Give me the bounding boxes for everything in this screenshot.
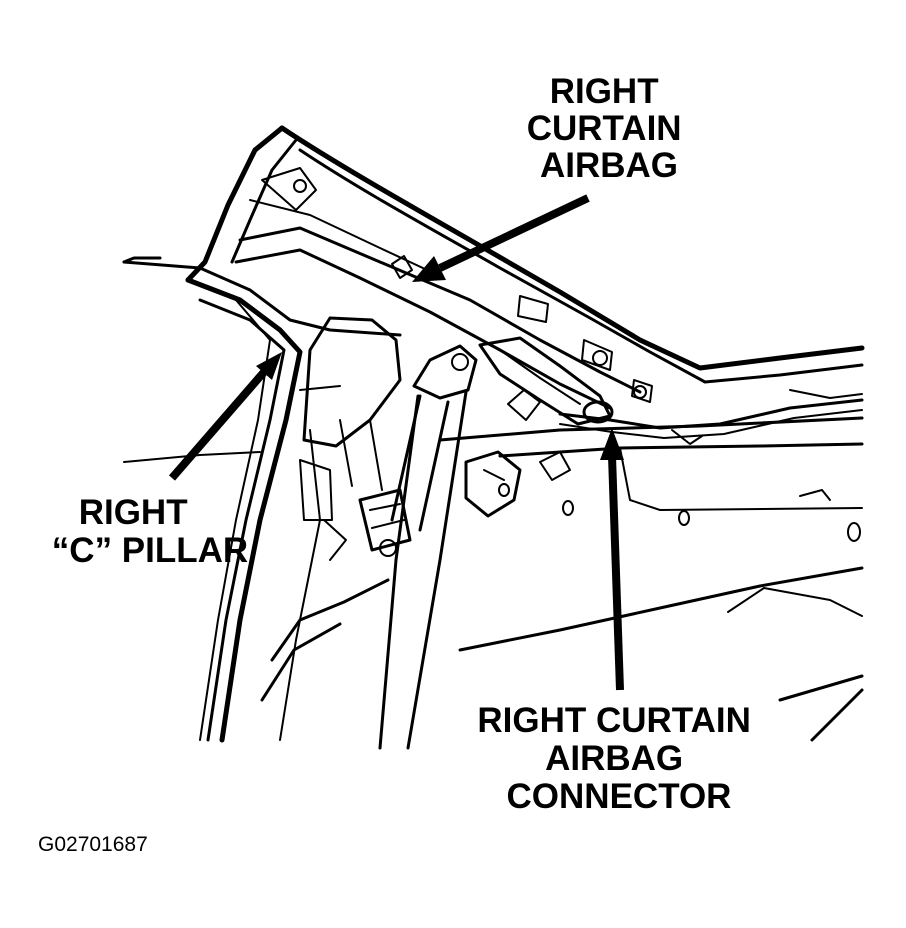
curtain-airbag-label-line-2: CURTAIN: [527, 109, 682, 148]
curtain-airbag-label: RIGHT CURTAIN AIRBAG: [527, 72, 692, 185]
airbag-connector-label-line-1: RIGHT CURTAIN: [477, 701, 751, 740]
arrow-to-curtain-airbag: [412, 194, 590, 282]
vehicle-interior-drawing: [122, 125, 865, 750]
arrow-to-airbag-connector: [600, 428, 624, 691]
airbag-connector-label-line-2: AIRBAG: [545, 739, 683, 778]
c-pillar-label-line-1: RIGHT: [79, 493, 188, 532]
figure-id: G02701687: [38, 833, 148, 856]
airbag-connector-label: RIGHT CURTAIN AIRBAG CONNECTOR: [477, 701, 760, 816]
c-pillar-label: RIGHT “C” PILLAR: [52, 493, 248, 570]
c-pillar-label-line-2: “C” PILLAR: [52, 531, 248, 570]
airbag-connector-label-line-3: CONNECTOR: [507, 777, 732, 816]
arrow-to-c-pillar: [168, 352, 282, 481]
curtain-airbag-label-line-1: RIGHT: [550, 72, 659, 111]
curtain-airbag-label-line-3: AIRBAG: [540, 146, 678, 185]
